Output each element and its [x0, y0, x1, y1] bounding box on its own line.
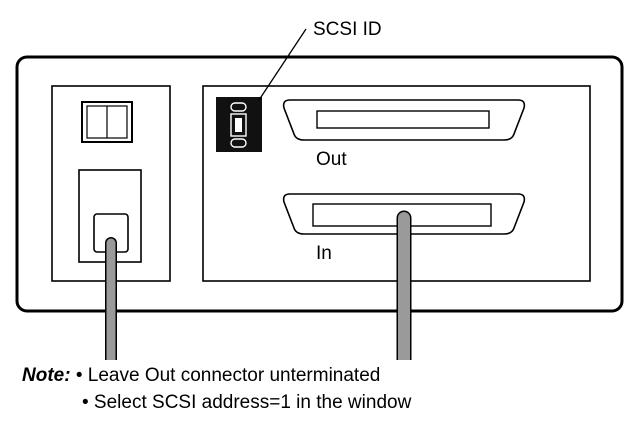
note-line-1: Note: • Leave Out connector unterminated [22, 364, 380, 388]
out-connector [282, 99, 526, 141]
out-connector-label: Out [316, 149, 347, 170]
power-switch[interactable] [81, 101, 133, 143]
note-heading: Note: [22, 365, 71, 386]
scsi-id-leader-line [258, 28, 307, 101]
in-connector-label: In [316, 243, 332, 264]
note-item: • Select SCSI address=1 in the window [82, 392, 412, 413]
scsi-id-label: SCSI ID [313, 19, 382, 40]
scsi-back-panel-diagram: SCSI ID Out In [15, 19, 624, 360]
note-item: • Leave Out connector unterminated [75, 365, 381, 386]
note-line-2: • Select SCSI address=1 in the window [82, 391, 411, 415]
scsi-id-switch[interactable] [216, 97, 262, 152]
